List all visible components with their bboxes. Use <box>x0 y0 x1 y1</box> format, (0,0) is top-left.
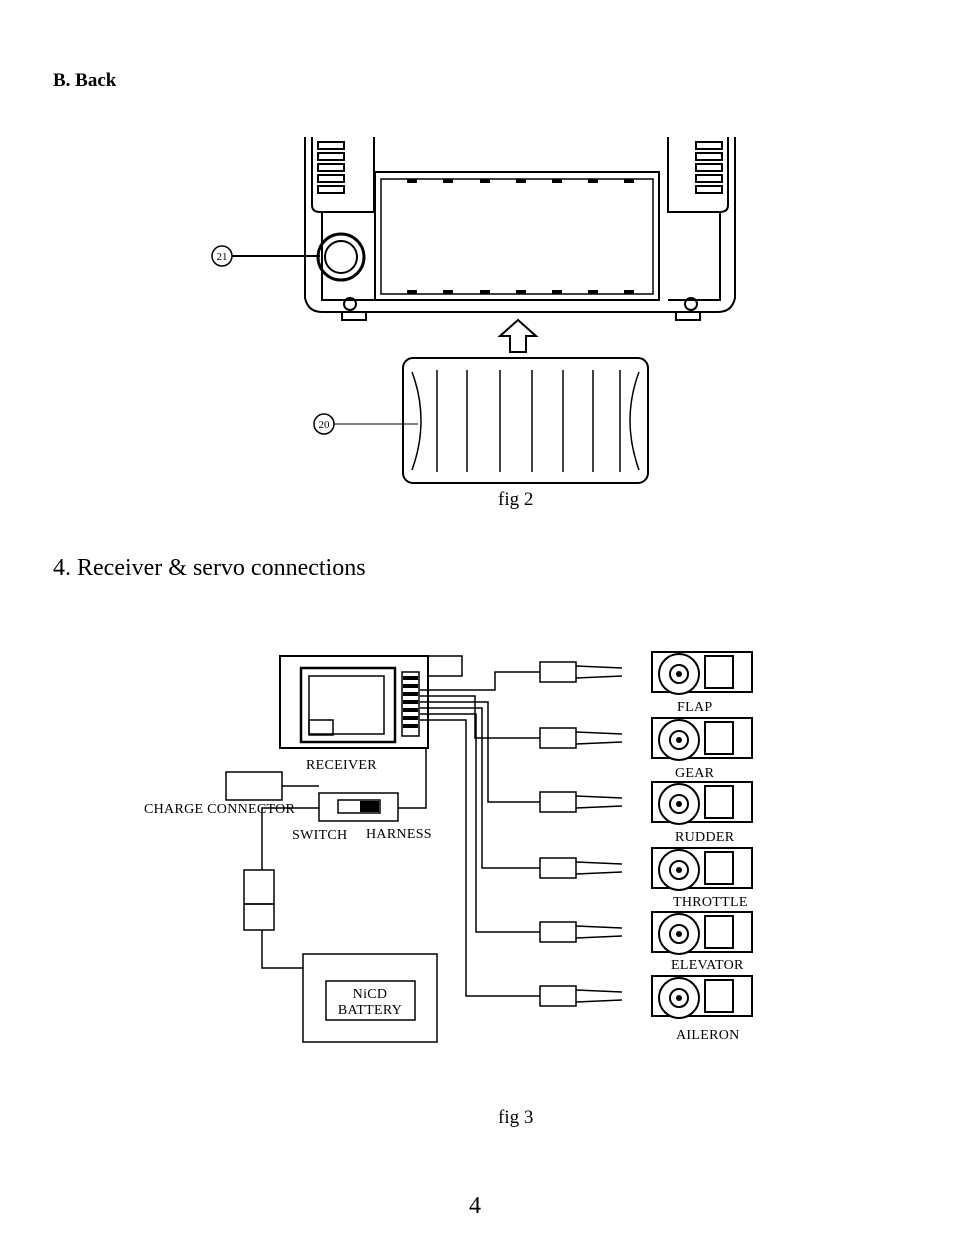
servo-aileron <box>539 975 753 1019</box>
servo-label-elevator: ELEVATOR <box>671 958 744 973</box>
switch-label: SWITCH <box>292 828 347 843</box>
callout-21-label: 21 <box>217 251 228 263</box>
servo-gear <box>539 717 753 761</box>
servo-label-gear: GEAR <box>675 766 715 781</box>
screw-left <box>343 297 357 311</box>
figure-2-caption: fig 2 <box>498 489 534 510</box>
battery-box <box>302 953 438 1043</box>
receiver-label: RECEIVER <box>306 758 377 773</box>
figure-2-back-view: 21 20 <box>211 137 736 484</box>
harness-label: HARNESS <box>366 827 432 842</box>
section-4-heading: 4. Receiver & servo connections <box>53 555 366 581</box>
battery-compartment <box>374 171 660 301</box>
battery-cover-20 <box>402 357 649 484</box>
switch-harness <box>318 792 399 822</box>
charge-connector <box>225 771 283 801</box>
servo-throttle <box>539 847 753 891</box>
section-heading-back: B. Back <box>53 70 117 91</box>
servo-label-rudder: RUDDER <box>675 830 735 845</box>
page-number: 4 <box>469 1193 481 1219</box>
arrow-up-icon <box>497 318 539 353</box>
servo-label-flap: FLAP <box>677 700 712 715</box>
case-left-edge <box>304 137 340 313</box>
servo-rudder <box>539 781 753 825</box>
figure-3-caption: fig 3 <box>498 1107 534 1128</box>
servo-label-aileron: AILERON <box>676 1028 740 1043</box>
battery-label-line1: NiCD <box>353 987 388 1002</box>
screw-right <box>684 297 698 311</box>
servo-label-throttle: THROTTLE <box>673 895 748 910</box>
battery-label-line2: BATTERY <box>338 1003 402 1018</box>
charge-connector-label: CHARGE CONNECTOR <box>144 802 296 817</box>
callout-20-label: 20 <box>319 419 331 431</box>
servo-elevator <box>539 911 753 955</box>
figure-3-connection-diagram: RECEIVER CHARGE CONNECTOR SWITCH HARNESS… <box>144 651 753 1043</box>
servo-flap <box>539 651 753 695</box>
